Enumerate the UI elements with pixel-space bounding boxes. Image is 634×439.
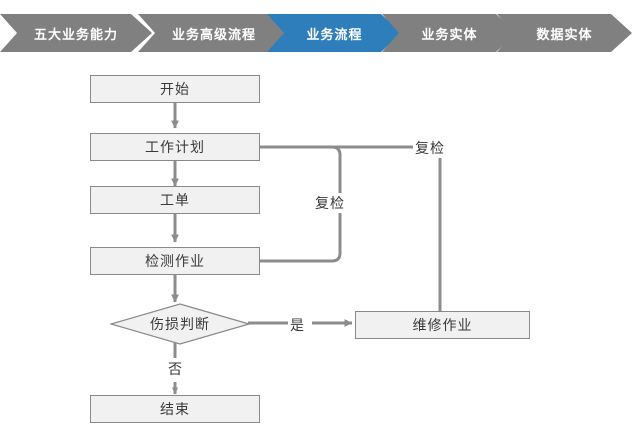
node-start-label: 开始: [160, 82, 190, 98]
node-work-order[interactable]: 工单: [90, 186, 260, 214]
node-inspection-label: 检测作业: [145, 254, 205, 270]
node-work-order-label: 工单: [160, 193, 190, 209]
node-repair[interactable]: 维修作业: [355, 311, 530, 339]
node-damage-decision[interactable]: 伤损判断: [110, 303, 250, 345]
node-damage-decision-label: 伤损判断: [150, 317, 210, 333]
chevron-shape-5: [497, 14, 632, 52]
node-work-plan[interactable]: 工作计划: [90, 133, 260, 161]
edge-label-recheck-inner-text: 复检: [315, 196, 345, 212]
node-work-plan-label: 工作计划: [145, 140, 205, 156]
chevron-shape-4: [382, 14, 517, 52]
edge-label-recheck-outer: 复检: [413, 138, 447, 158]
edge-label-no: 否: [166, 359, 185, 379]
node-start[interactable]: 开始: [90, 75, 260, 103]
diamond-shape: [110, 303, 250, 345]
node-end[interactable]: 结束: [90, 395, 260, 423]
node-inspection[interactable]: 检测作业: [90, 247, 260, 275]
edge-recheck-outer: [195, 143, 442, 311]
chevron-shape-3: [267, 14, 402, 52]
edge-label-yes-text: 是: [290, 318, 305, 334]
edge-label-recheck-inner: 复检: [313, 193, 347, 213]
node-repair-label: 维修作业: [412, 318, 473, 334]
edge-label-recheck-outer-text: 复检: [415, 141, 445, 157]
chevron-shape-1: [0, 14, 152, 52]
node-end-label: 结束: [160, 402, 190, 418]
edge-label-no-text: 否: [168, 362, 183, 378]
edge-label-yes: 是: [288, 315, 307, 335]
chevron-shape-2: [138, 14, 290, 52]
